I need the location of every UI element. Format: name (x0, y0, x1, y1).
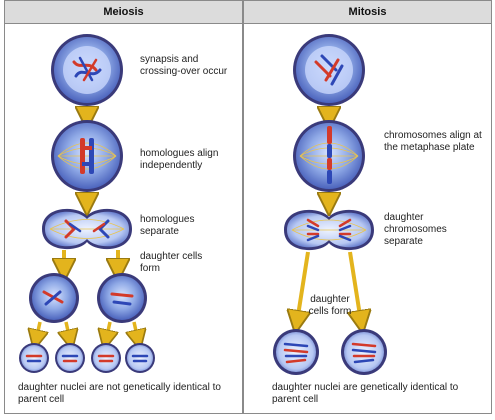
meiosis-label-cells-form: daughter cells form (140, 251, 203, 274)
mitosis-label-align: chromosomes align at the metaphase plate (384, 130, 482, 153)
mitosis-label-cells-form: daughter cells form (308, 294, 352, 317)
meiosis-nucleus-3 (91, 343, 121, 373)
arrow-down (36, 321, 40, 340)
meiosis-label-synapsis: synapsis and crossing-over occur (140, 54, 228, 77)
arrow-down (350, 251, 361, 322)
arrow-down (66, 321, 70, 340)
meiosis-prophase-cell (51, 34, 123, 106)
arrow-down (106, 321, 110, 340)
meiosis-anaphase-cell (42, 208, 132, 250)
mitosis-anaphase-cell (284, 209, 374, 251)
mitosis-metaphase-cell (293, 120, 365, 192)
mitosis-title: Mitosis (244, 1, 491, 24)
meiosis-label-separate: homologues separate (140, 214, 195, 237)
meiosis-metaphase-cell (51, 120, 123, 192)
mitosis-label-separate: daughter chromosomes separate (384, 212, 447, 247)
meiosis-footer: daughter nuclei are not genetically iden… (18, 382, 221, 405)
arrow-down (134, 321, 138, 340)
meiosis-daughter-cell-right (97, 273, 147, 323)
mitosis-prophase-cell (293, 34, 365, 106)
meiosis-daughter-cell-left (29, 273, 79, 323)
mitosis-daughter-cell-left (273, 329, 319, 375)
meiosis-nucleus-2 (55, 343, 85, 373)
mitosis-daughter-cell-right (341, 329, 387, 375)
mitosis-footer: daughter nuclei are genetically identica… (272, 382, 459, 405)
meiosis-label-align: homologues align independently (140, 148, 219, 171)
meiosis-nucleus-1 (19, 343, 49, 373)
arrow-down (297, 251, 308, 322)
meiosis-nucleus-4 (125, 343, 155, 373)
meiosis-title: Meiosis (5, 1, 242, 24)
